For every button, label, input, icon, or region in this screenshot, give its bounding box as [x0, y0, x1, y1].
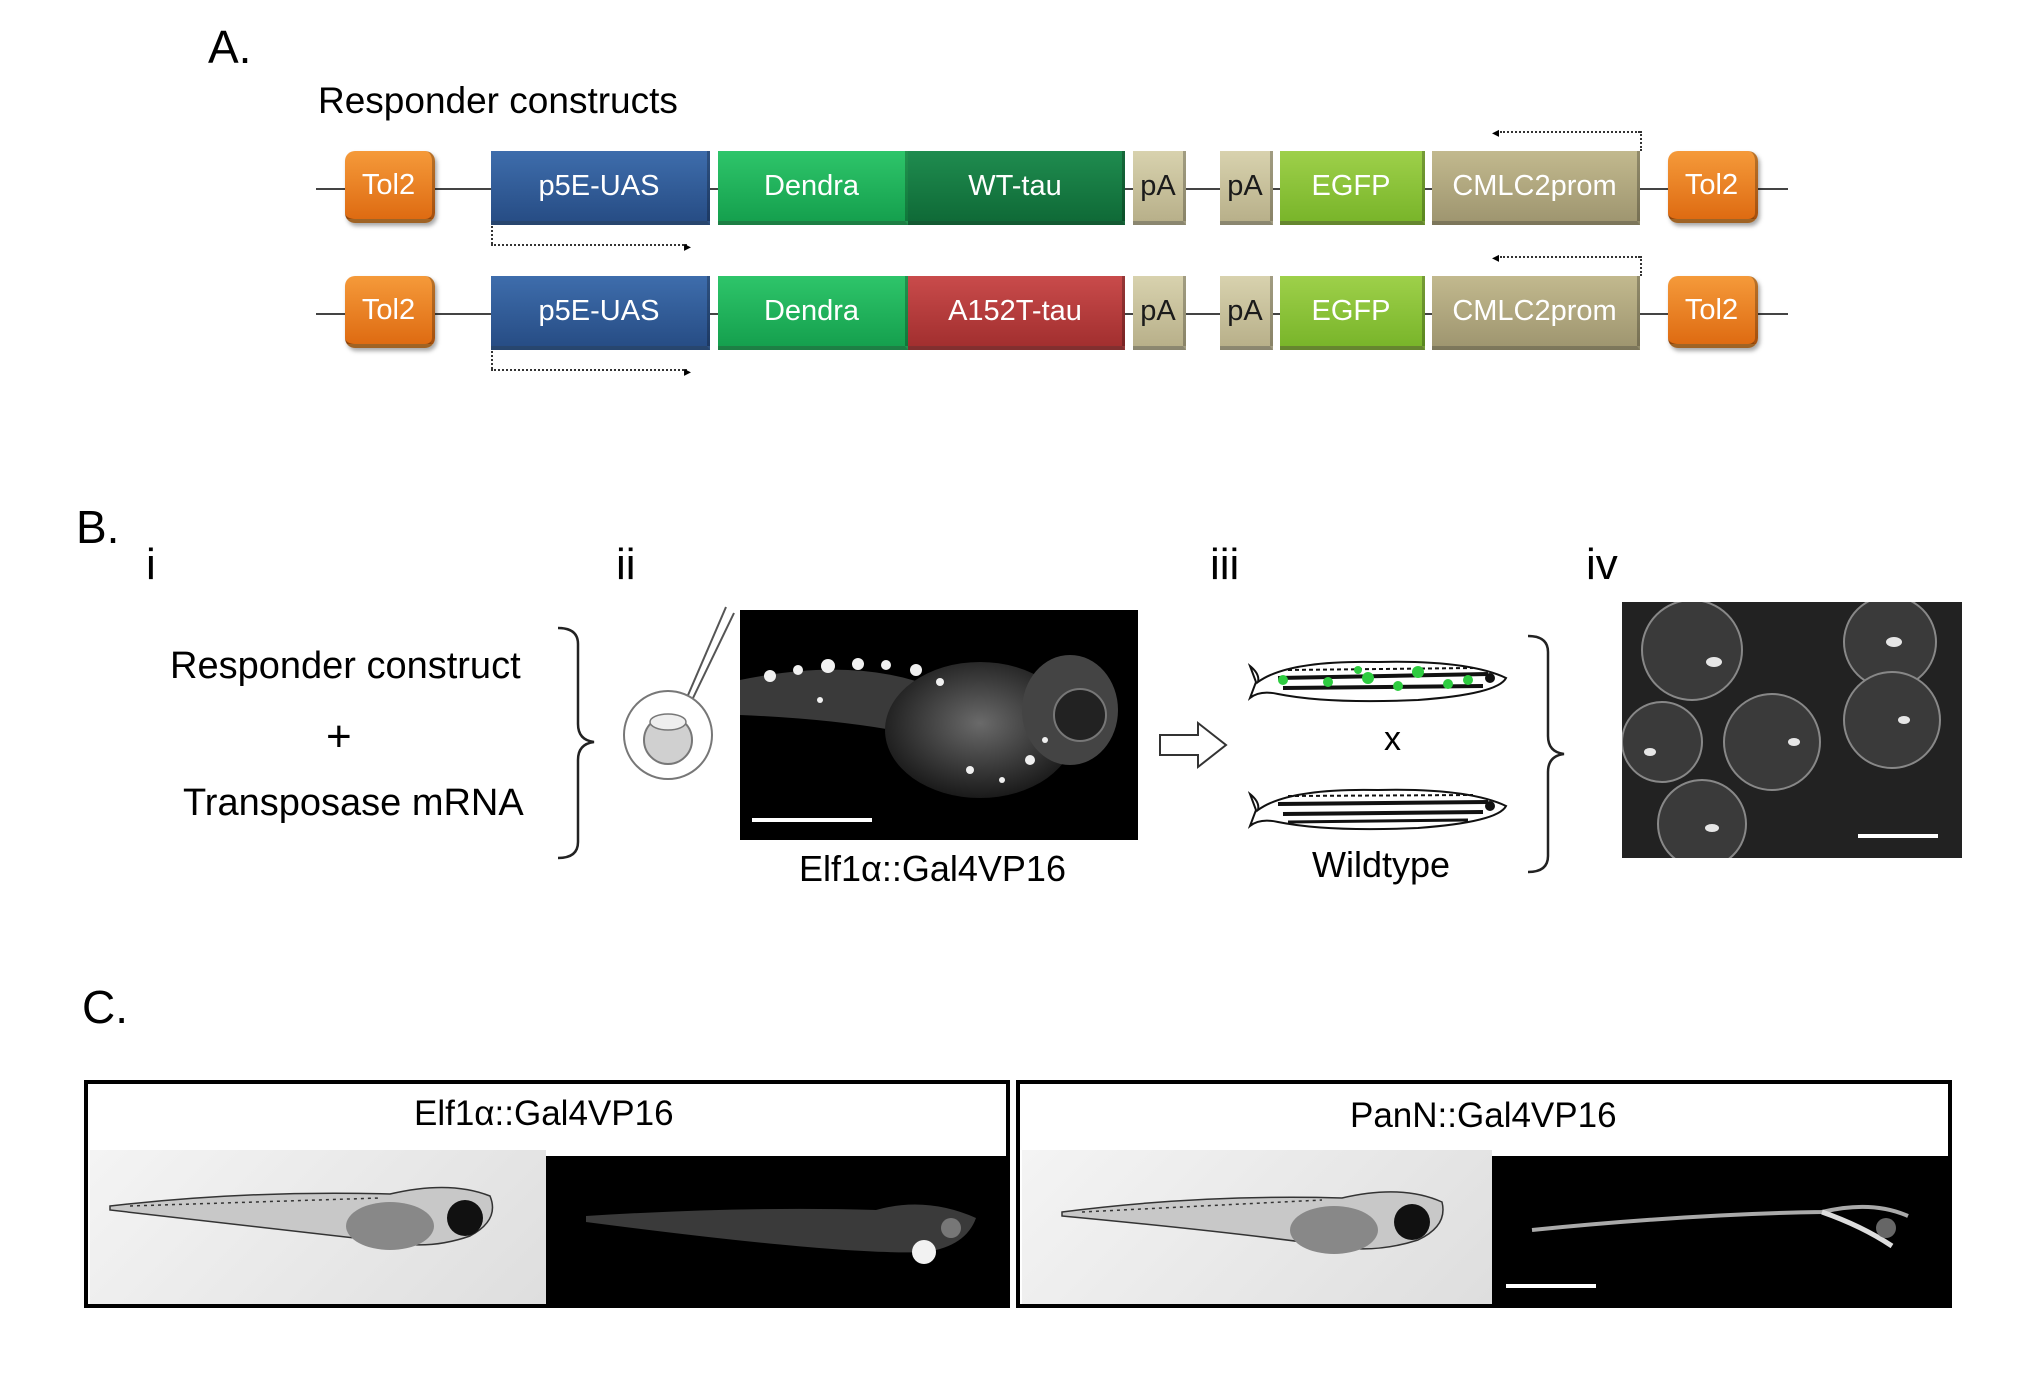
right-brace-icon [557, 626, 595, 860]
elf1a-panel-title: Elf1α::Gal4VP16 [414, 1094, 674, 1133]
injection-line-1: Responder construct [170, 645, 521, 687]
uas-promoter-arrow-stem [491, 351, 493, 369]
embryo-caption: Elf1α::Gal4VP16 [799, 848, 1066, 889]
uas-box: p5E-UAS [491, 151, 710, 225]
uas-promoter-arrow-stem [491, 226, 493, 244]
tol2-left-box: Tol2 [345, 151, 435, 223]
tol2-left-box: Tol2 [345, 276, 435, 348]
tol2-right-box: Tol2 [1668, 151, 1758, 223]
injection-line-2: Transposase mRNA [183, 782, 524, 824]
plus-sign: + [326, 712, 352, 761]
right-brace-icon [1527, 634, 1565, 874]
egfp-box: EGFP [1280, 151, 1425, 225]
step-i-label: i [146, 540, 156, 589]
cmlc-promoter-arrow [1500, 131, 1640, 133]
elf1a-panel-frame: Elf1α::Gal4VP16 [84, 1080, 1010, 1308]
dendra-box: Dendra [718, 151, 908, 225]
wildtype-fish-icon [1248, 788, 1508, 831]
cmlc-promoter-arrow-stem [1640, 256, 1642, 276]
step-iii-label: iii [1210, 540, 1240, 589]
arrowhead-left-icon: ◂ [1492, 249, 1500, 265]
panel-a-title: Responder constructs [318, 80, 678, 121]
a152t-tau-box: A152T-tau [908, 276, 1125, 350]
cmlc2prom-box: CMLC2prom [1432, 276, 1640, 350]
screened-embryos-image [1622, 602, 1962, 858]
pann-panel-title: PanN::Gal4VP16 [1350, 1096, 1617, 1135]
pann-fluorescence-image [1492, 1156, 1950, 1308]
arrowhead-right-icon: ▸ [684, 238, 692, 254]
step-iv-label: iv [1586, 540, 1618, 589]
uas-box: p5E-UAS [491, 276, 710, 350]
panel-a-label: A. [208, 21, 252, 73]
arrowhead-right-icon: ▸ [684, 363, 692, 379]
uas-promoter-arrow [491, 369, 687, 371]
elf1a-fluorescence-image [546, 1156, 1008, 1308]
panel-b-label: B. [76, 501, 120, 553]
pa-box-1: pA [1133, 151, 1186, 225]
pann-brightfield-image [1022, 1150, 1492, 1304]
arrowhead-left-icon: ◂ [1492, 124, 1500, 140]
egfp-box: EGFP [1280, 276, 1425, 350]
pa-box-1: pA [1133, 276, 1186, 350]
cmlc-promoter-arrow-stem [1640, 131, 1642, 151]
scale-bar [752, 818, 872, 822]
panel-c-label: C. [82, 981, 128, 1033]
tol2-right-box: Tol2 [1668, 276, 1758, 348]
elf1a-brightfield-image [90, 1150, 546, 1304]
elf1a-embryo-fluorescence-image [740, 610, 1138, 840]
pa-box-2: pA [1220, 151, 1273, 225]
cmlc2prom-box: CMLC2prom [1432, 151, 1640, 225]
dendra-box: Dendra [718, 276, 908, 350]
step-ii-label: ii [616, 540, 636, 589]
uas-promoter-arrow [491, 244, 687, 246]
cross-symbol: x [1384, 720, 1401, 758]
cmlc-promoter-arrow [1500, 256, 1640, 258]
microinjection-icon [623, 606, 735, 780]
scale-bar [1858, 834, 1938, 838]
wt-tau-box: WT-tau [908, 151, 1125, 225]
wildtype-caption: Wildtype [1312, 844, 1451, 885]
scale-bar [1506, 1284, 1596, 1288]
arrow-right-icon [1159, 720, 1228, 770]
transgenic-fish-icon [1248, 660, 1508, 703]
pann-panel-frame: PanN::Gal4VP16 [1016, 1080, 1952, 1308]
pa-box-2: pA [1220, 276, 1273, 350]
